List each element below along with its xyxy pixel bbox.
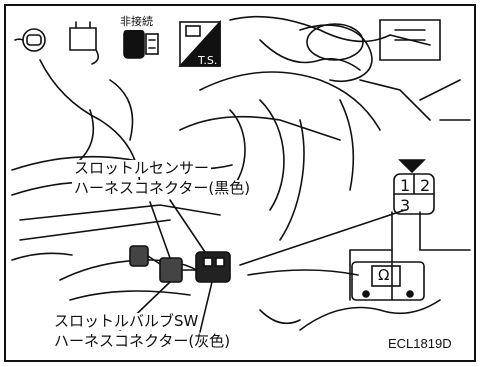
ts-label: T.S. [198,54,218,67]
valve-callout-line2: ハーネスコネクター(灰色) [52,332,233,350]
connector-pin-face [393,159,435,215]
throttle-valve-sw-connector [129,245,183,283]
sensor-callout-line1: スロットルセンサー [72,159,212,177]
pin-2-label: 2 [420,176,431,195]
tester-ts-icon [178,19,221,67]
pin-3-label: 3 [400,196,411,215]
figure-code: ECL1819D [388,336,452,351]
non-connect-label: 非接続 [118,13,155,30]
sensor-callout-line2: ハーネスコネクター(黒色) [72,179,253,197]
ignition-off-icon [14,28,46,52]
connector-disconnected-icon [123,29,159,59]
valve-callout-line1: スロットルバルブSW [52,312,201,330]
pin-1-label: 1 [400,176,411,195]
ohm-symbol: Ω [378,266,390,284]
throttle-sensor-connector [195,251,231,283]
ohmmeter-icon [351,261,425,301]
battery-icon [69,21,100,65]
